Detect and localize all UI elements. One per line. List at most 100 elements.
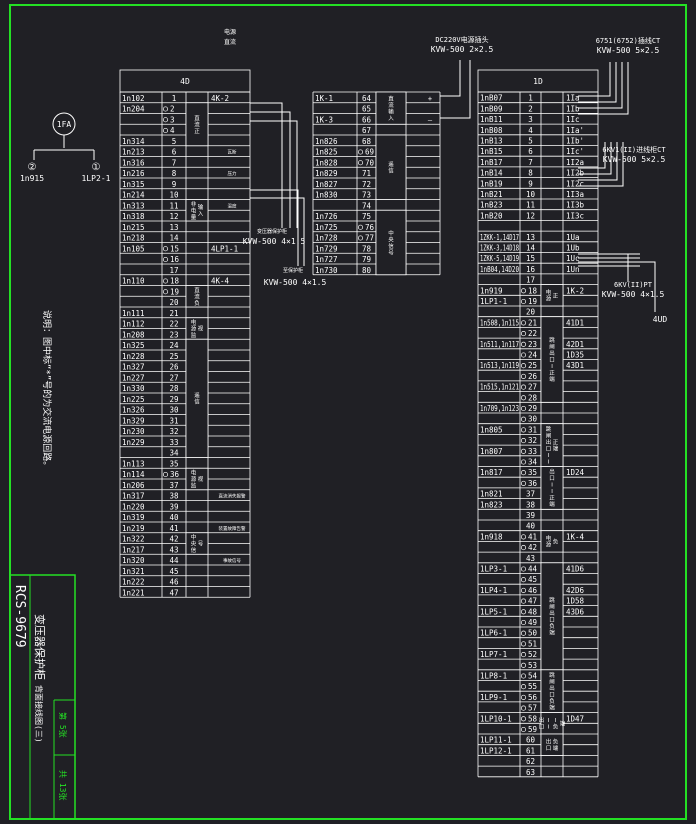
terminal-right-label: 41D6 [566,565,585,574]
terminal-number: 8 [172,169,177,178]
link-circle [162,127,169,134]
terminal-wire-label: 1n222 [122,578,145,587]
link-circle [520,577,527,583]
terminal-wire-label: 1nB17 [480,158,503,167]
ct-source-label: 6751(6752)插线CT [596,36,661,45]
terminal-number: 18 [528,286,538,295]
link-circle [520,705,527,711]
terminal-wire-label: 1n112 [122,320,145,329]
terminal-number: 39 [526,511,535,520]
terminal-wire-label: 1n208 [122,330,145,339]
terminal-number: 44 [169,556,179,565]
group-cell [540,466,564,510]
terminal-number: 40 [169,513,179,522]
terminal-wire-label: 1n329 [122,416,145,425]
terminal-wire-label: 1nB15 [480,147,503,156]
link-circle [162,278,169,284]
link-circle [520,363,527,369]
terminal-wire-label: 1n314 [122,137,145,146]
terminal-wire-label: 1n807 [480,447,503,456]
terminal-number: 28 [528,393,538,402]
terminal-number: 14 [526,244,536,253]
terminal-number: 80 [362,266,372,275]
terminal-number: 26 [528,372,538,381]
link-circle [162,246,169,252]
4d-upper-source-label: 变压器保护柜 [257,228,287,235]
link-circle [162,256,169,263]
terminal-right-label: 1D24 [566,468,585,477]
link-circle [357,149,364,155]
group-label: 负 [553,537,559,545]
group-label: 输入 [198,203,204,218]
terminal-number: 49 [528,618,537,627]
link-circle [520,373,527,379]
terminal-wire-label: 1LP4-1 [480,586,507,595]
side-note: 压力 [228,170,237,177]
terminal-number: 67 [362,126,371,135]
terminal-wire-label: 1n317 [122,492,145,501]
group-label: 电源监 [191,469,197,490]
terminal-wire-label: 1n322 [122,535,145,544]
cable-connector-lines [250,60,656,312]
terminal-wire-label: 1n826 [315,137,338,146]
4d-lower-source-label: 至保护柜 [283,267,303,274]
terminal-number: 64 [362,94,372,103]
terminal-number: 19 [528,297,537,306]
link-circle [520,331,527,337]
link-circle [520,288,527,294]
terminal-number: 33 [528,447,537,456]
terminal-wire-label: 1n511,1n117 [480,340,519,349]
terminal-number: 16 [170,255,180,264]
terminal-wire-label: 1nB09 [480,104,503,113]
group-label: 非电量 [191,200,197,221]
terminal-number: 8 [528,169,533,178]
group-cell [540,316,564,403]
terminal-wire-label: 1LP11-1 [480,736,512,745]
terminal-wire-label: 1n730 [315,266,338,275]
terminal-number: 72 [362,180,371,189]
terminal-number: 76 [365,223,375,232]
terminal-wire-label: 1ZKK-3,14D18 [480,244,519,253]
link-circle [520,673,527,679]
link-circle [520,341,527,347]
terminal-number: 23 [169,330,178,339]
terminal-right-label: 4LP1-1 [211,244,238,253]
terminal-wire-label: 1LP3-1 [480,565,507,574]
group-label: 正端 [553,439,559,453]
terminal-wire-label: 1ZKK-5,14D19 [480,254,519,263]
link-circle [162,117,169,123]
terminal-wire-label: 1LP5-1 [480,607,507,616]
terminal-number: 13 [526,233,535,242]
terminal-number: 36 [528,479,538,488]
terminal-number: 65 [362,105,371,114]
terminal-number: 15 [170,244,179,253]
group-cell [185,285,209,308]
terminal-wire-label: 1n823 [480,500,503,509]
group-label: 正 [553,292,559,299]
terminal-number: 2 [170,105,175,114]
terminal-wire-label: 1n229 [122,438,145,447]
terminal-number: 71 [362,169,371,178]
terminal-number: 46 [528,586,538,595]
group-cell [185,102,209,147]
link-circle [520,726,527,733]
terminal-wire-label: 1n321 [122,567,145,576]
terminal-wire-label: 1n326 [122,406,145,415]
terminal-number: 26 [169,363,179,372]
terminal-wire-label: 1n727 [315,255,338,264]
switch-left-number: ② [28,162,37,173]
link-circle [520,598,527,604]
drawing-border [9,4,687,820]
group-cell [540,284,564,307]
terminal-wire-label: 1nB19 [480,179,503,188]
group-cell [375,134,407,200]
link-circle [520,427,527,433]
model-number: RCS-9679 [12,585,27,648]
terminal-number: 1 [172,94,177,103]
link-circle [520,619,527,626]
terminal-number: 43 [169,545,178,554]
top-label-lower: 直流 [224,38,236,46]
terminal-wire-label: 1K-3 [315,115,333,124]
terminal-number: 17 [526,276,535,285]
terminal-number: 32 [169,427,178,436]
